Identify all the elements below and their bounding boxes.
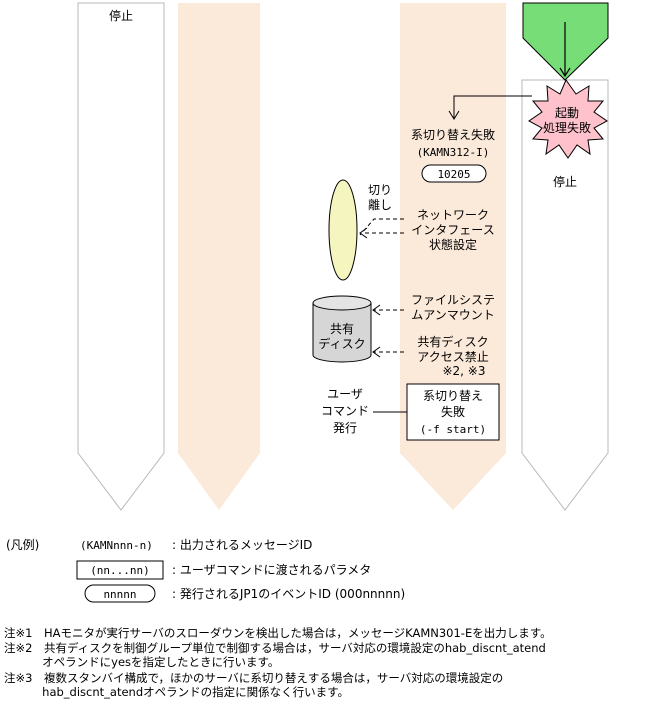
start-failure-burst	[528, 78, 608, 159]
burst-line-2: 処理失敗	[543, 120, 591, 135]
fs-unmount-line-2: ムアンマウント	[411, 308, 495, 322]
shared-disk-body	[312, 303, 372, 363]
network-dash-head	[359, 227, 368, 239]
network-line-3: 状態設定	[429, 237, 477, 252]
command-box-line-2: 失敗	[441, 404, 465, 419]
legend-title: (凡例)	[6, 538, 39, 552]
legend-msg-sample: (KAMNnnn-n)	[80, 539, 153, 552]
note-1: 注※1 HAモニタが実行サーバのスローダウンを検出した場合は，メッセージKAMN…	[4, 626, 552, 640]
lane-1	[77, 2, 165, 511]
disk-access-line-2: アクセス禁止	[417, 350, 488, 364]
legend-event-badge	[84, 584, 156, 603]
detach-line-1: 切り	[368, 183, 392, 197]
event-id-text: 10205	[437, 168, 470, 181]
legend-param-sample: (nn...nn)	[90, 564, 150, 577]
lane-1-label: 停止	[109, 8, 133, 23]
legend-event-desc: : 発行されるJP1のイベントID (000nnnnn)	[172, 587, 405, 601]
lane-4-label: 停止	[553, 174, 577, 189]
switch-fail-label: 系切り替え失敗	[411, 127, 495, 142]
burst-to-switch-arrow	[453, 95, 532, 118]
note-3: 注※3 複数スタンバイ構成で，ほかのサーバに系切り替えする場合は，サーバ対応の環…	[4, 671, 504, 685]
command-box-line-3: (-f start)	[420, 423, 486, 436]
lane-4	[521, 79, 609, 511]
legend-param-desc: : ユーザコマンドに渡されるパラメタ	[172, 562, 371, 577]
lane-3	[400, 3, 506, 510]
user-command-line-2: コマンド	[321, 404, 369, 418]
burst-line-1: 起動	[555, 106, 579, 120]
shared-disk-line-1: 共有	[330, 322, 354, 336]
lane-2	[178, 3, 260, 510]
note-2: 注※2 共有ディスクを制御グループ単位で制御する場合は，サーバ対応の環境設定のh…	[4, 641, 546, 655]
detach-line-2: 離し	[368, 198, 392, 212]
switch-fail-msgid: (KAMN312-I)	[417, 146, 490, 159]
burst-arrow-head	[448, 110, 460, 120]
detach-ellipse	[328, 179, 358, 281]
network-line-2: インタフェース	[411, 223, 494, 237]
shared-disk-top	[312, 295, 372, 311]
command-box-line-1: 系切り替え	[423, 389, 483, 403]
shared-disk-line-2: ディスク	[318, 336, 365, 351]
note-2-cont: オペランドにyesを指定したときに行います。	[4, 655, 280, 669]
event-id-badge	[421, 164, 487, 183]
network-line-1: ネットワーク	[417, 208, 489, 222]
start-arrow-head	[559, 67, 571, 78]
disk-access-head	[372, 346, 381, 358]
note-3-cont: hab_discnt_atendオペランドの指定に関係なく行います。	[4, 685, 349, 699]
legend-event-sample: nnnnn	[103, 588, 136, 601]
fs-unmount-head	[372, 304, 381, 316]
fs-unmount-line-1: ファイルシステ	[411, 293, 495, 307]
user-command-line-1: ユーザ	[327, 387, 363, 401]
user-command-line-3: 発行	[333, 421, 357, 435]
disk-access-line-1: 共有ディスク	[417, 334, 488, 349]
legend-param-box	[76, 560, 164, 580]
command-box	[406, 383, 500, 441]
disk-access-note: ※2, ※3	[442, 364, 485, 378]
legend-msg-desc: : 出力されるメッセージID	[172, 538, 312, 552]
